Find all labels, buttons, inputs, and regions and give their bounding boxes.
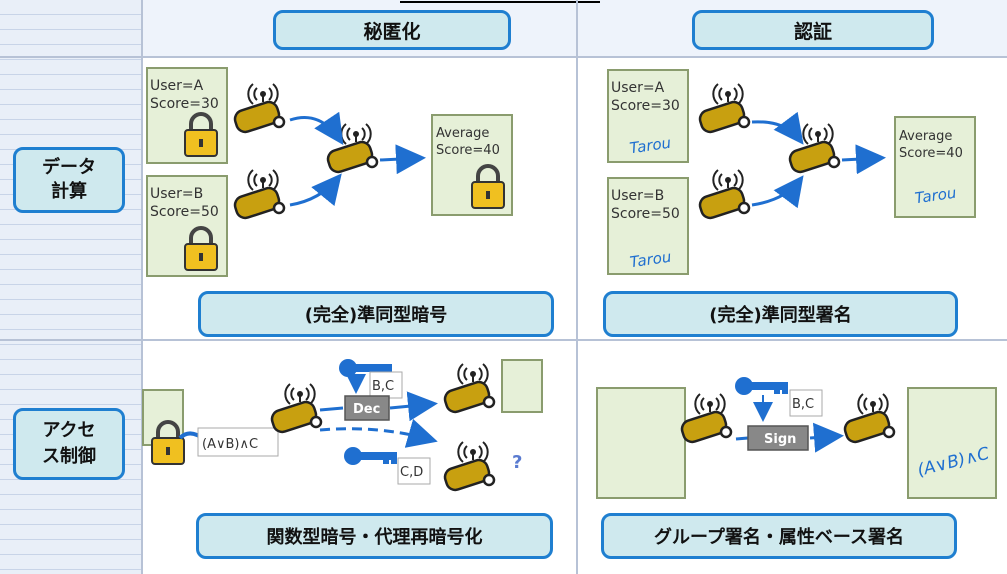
label-functional-encryption: 関数型暗号・代理再暗号化 bbox=[196, 513, 553, 559]
doc-signed-policy bbox=[907, 387, 997, 499]
doc-message bbox=[596, 387, 686, 499]
device-icon bbox=[786, 122, 841, 176]
label-group-signature-text: グループ署名・属性ベース署名 bbox=[653, 527, 905, 548]
label-homomorphic-encryption: (完全)準同型暗号 bbox=[198, 291, 554, 337]
doc-user-b-encrypted: User=B Score=50 bbox=[146, 175, 228, 277]
label-functional-encryption-text: 関数型暗号・代理再暗号化 bbox=[266, 527, 483, 548]
policy-text: (A∨B)∧C bbox=[202, 437, 258, 452]
column-header-auth-label: 認証 bbox=[793, 20, 832, 43]
doc-b-user-text: User=B bbox=[150, 186, 203, 202]
row-header-access-line2: ス制御 bbox=[42, 446, 96, 467]
sign-text: Sign bbox=[764, 432, 796, 447]
key-bc-text: B,C bbox=[372, 379, 394, 394]
device-icon bbox=[678, 392, 733, 446]
label-group-signature: グループ署名・属性ベース署名 bbox=[601, 513, 957, 559]
decrypted-doc bbox=[501, 359, 543, 413]
sign-box bbox=[747, 425, 809, 451]
doc-sb-score-text: Score=50 bbox=[611, 206, 680, 222]
doc-a-user-text: User=A bbox=[150, 78, 204, 94]
device-icon bbox=[441, 440, 496, 494]
column-header-secrecy: 秘匿化 bbox=[273, 10, 511, 50]
key-cd-text: C,D bbox=[400, 465, 423, 480]
column-header-auth: 認証 bbox=[692, 10, 934, 50]
row-header-data-line2: 計算 bbox=[51, 181, 87, 202]
doc-average-encrypted: Average Score=40 bbox=[431, 114, 513, 216]
doc-user-b-signed: User=B Score=50 Tarou bbox=[607, 177, 689, 275]
signature-text: Tarou bbox=[914, 184, 958, 208]
row-header-data-line1: データ bbox=[42, 157, 96, 178]
label-homomorphic-encryption-text: (完全)準同型暗号 bbox=[304, 305, 448, 326]
device-icon bbox=[696, 168, 751, 222]
device-icon bbox=[841, 392, 896, 446]
column-header-secrecy-label: 秘匿化 bbox=[363, 20, 421, 43]
doc-user-a-encrypted: User=A Score=30 bbox=[146, 67, 228, 164]
dec-box bbox=[344, 395, 390, 421]
device-icon bbox=[231, 82, 286, 136]
label-homomorphic-signature-text: (完全)準同型署名 bbox=[709, 305, 852, 326]
device-icon bbox=[268, 382, 323, 436]
doc-sb-user-text: User=B bbox=[611, 188, 664, 204]
key-bc-sign-text: B,C bbox=[792, 397, 814, 412]
device-icon bbox=[441, 362, 496, 416]
doc-avg-title: Average bbox=[436, 126, 489, 141]
doc-b-score-text: Score=50 bbox=[150, 204, 219, 220]
question-text: ? bbox=[512, 452, 522, 473]
doc-policy-encrypted: (A∨B)∧C bbox=[142, 389, 279, 466]
row-header-data-compute: データ 計算 bbox=[13, 147, 125, 213]
signature-text: Tarou bbox=[628, 134, 672, 158]
doc-savg-score: Score=40 bbox=[899, 146, 963, 161]
doc-average-signed: Average Score=40 Tarou bbox=[894, 116, 976, 218]
doc-avg-score: Score=40 bbox=[436, 143, 500, 158]
label-homomorphic-signature: (完全)準同型署名 bbox=[603, 291, 958, 337]
signature-text: Tarou bbox=[629, 248, 673, 272]
row-header-access-control: アクセ ス制御 bbox=[13, 408, 125, 480]
device-icon bbox=[696, 82, 751, 136]
key-icon bbox=[344, 447, 397, 465]
doc-savg-title: Average bbox=[899, 129, 952, 144]
doc-sa-score-text: Score=30 bbox=[611, 98, 680, 114]
doc-sa-user-text: User=A bbox=[611, 80, 665, 96]
key-icon bbox=[735, 377, 788, 395]
device-icon bbox=[231, 168, 286, 222]
doc-user-a-signed: User=A Score=30 Tarou bbox=[607, 69, 689, 163]
row-header-access-line1: アクセ bbox=[42, 420, 96, 441]
dec-text: Dec bbox=[353, 402, 380, 417]
doc-a-score-text: Score=30 bbox=[150, 96, 219, 112]
